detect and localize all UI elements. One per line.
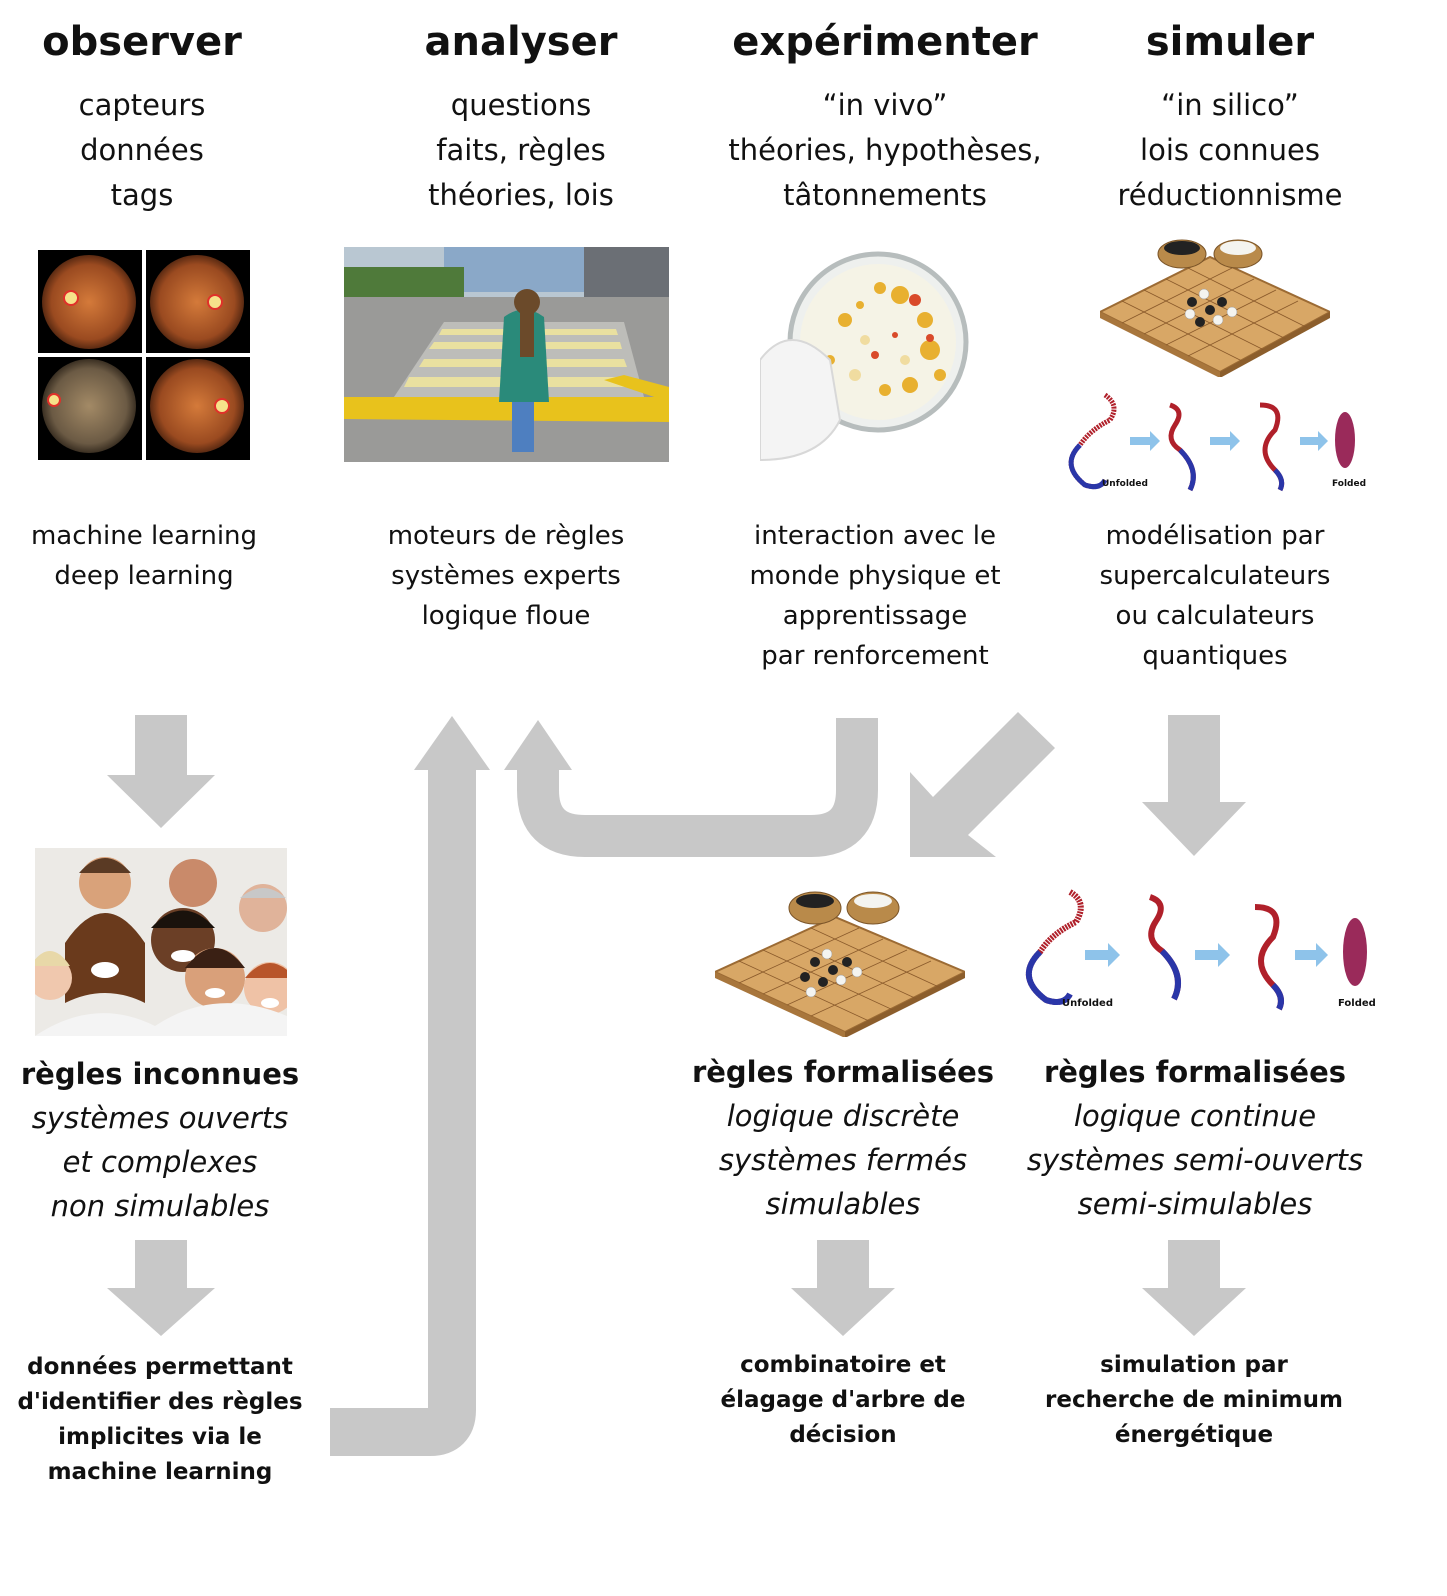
result-discrete: combinatoire et élagage d'arbre de décis… [703, 1348, 983, 1453]
result-discrete-line: décision [789, 1422, 897, 1448]
protein-folding-bottom: Unfolded Folded [1010, 882, 1380, 1022]
arrow-down-rules-continuous [1142, 1240, 1246, 1336]
protein-unfolded-label: Unfolded [1062, 998, 1113, 1009]
arrow-down-observer [107, 715, 215, 828]
petri-dish-photo [759, 250, 980, 465]
protein-folding-top: Unfolded Folded [1060, 385, 1370, 495]
arrow-u-turn [517, 718, 878, 857]
heading-observer: observer [42, 19, 242, 65]
analyser-desc-line: moteurs de règles [387, 521, 625, 551]
arrow-down-simuler [1142, 715, 1246, 856]
observer-line: données [80, 133, 204, 167]
result-discrete-line: élagage d'arbre de [720, 1387, 966, 1413]
simuler-desc-line: supercalculateurs [1099, 561, 1331, 591]
result-continuous-line: énergétique [1114, 1422, 1274, 1448]
simuler-desc-line: ou calculateurs [1115, 601, 1315, 631]
retina-icon [38, 250, 250, 460]
experimenter-desc-line: interaction avec le [754, 521, 996, 551]
simuler-line: “in silico” [1161, 88, 1299, 122]
protein-unfolded-label: Unfolded [1102, 479, 1148, 489]
people-laughing-icon [35, 848, 287, 1036]
simuler-line: réductionnisme [1117, 178, 1343, 212]
observer-line: tags [110, 178, 174, 212]
petri-dish-icon [759, 251, 969, 462]
street-crossing-photo [344, 247, 669, 462]
experimenter-desc: interaction avec le monde physique et ap… [725, 516, 1025, 676]
arrow-long-up-head [414, 716, 490, 770]
rules-discrete-line: logique discrète [726, 1099, 960, 1133]
simuler-desc-line: modélisation par [1105, 521, 1325, 551]
experimenter-sublines: “in vivo” théories, hypothèses, tâtonnem… [705, 83, 1065, 218]
analyser-line: faits, règles [436, 133, 606, 167]
rules-continuous-title: règles formalisées [1043, 1055, 1347, 1089]
protein-folding-icon [1025, 889, 1367, 1011]
simuler-desc: modélisation par supercalculateurs ou ca… [1075, 516, 1355, 676]
rules-unknown-block: règles inconnues systèmes ouverts et com… [12, 1052, 308, 1228]
heading-experimenter: expérimenter [732, 19, 1038, 65]
experimenter-desc-line: monde physique et [749, 561, 1001, 591]
protein-folded-label: Folded [1332, 479, 1367, 489]
experimenter-line: théories, hypothèses, [728, 133, 1042, 167]
protein-folded-label: Folded [1338, 998, 1376, 1009]
analyser-desc: moteurs de règles systèmes experts logiq… [366, 516, 646, 636]
result-continuous-line: simulation par [1100, 1352, 1288, 1378]
result-continuous-line: recherche de minimum [1045, 1387, 1343, 1413]
result-unknown: données permettant d'identifier des règl… [12, 1350, 308, 1490]
result-continuous: simulation par recherche de minimum éner… [1044, 1348, 1344, 1453]
arrow-down-rules-unknown [107, 1240, 215, 1336]
arrow-u-turn-head [504, 720, 572, 770]
result-unknown-line: implicites via le [58, 1424, 262, 1450]
arrow-diagonal [910, 712, 1055, 857]
observer-desc: machine learning deep learning [12, 516, 276, 596]
experimenter-desc-line: par renforcement [761, 641, 989, 671]
analyser-sublines: questions faits, règles théories, lois [376, 83, 666, 218]
arrow-down-rules-discrete [791, 1240, 895, 1336]
rules-unknown-line: non simulables [50, 1189, 270, 1223]
people-photo [35, 848, 287, 1036]
result-unknown-line: d'identifier des règles [17, 1389, 303, 1415]
result-discrete-line: combinatoire et [740, 1352, 946, 1378]
rules-continuous-line: semi-simulables [1077, 1187, 1313, 1221]
arrow-long-up [330, 760, 476, 1456]
girl-crossing-icon [344, 247, 669, 462]
experimenter-line: tâtonnements [783, 178, 987, 212]
rules-continuous-line: logique continue [1073, 1099, 1317, 1133]
simuler-line: lois connues [1140, 133, 1320, 167]
observer-desc-line: machine learning [30, 521, 258, 551]
result-unknown-line: données permettant [27, 1354, 293, 1380]
rules-unknown-line: et complexes [62, 1145, 258, 1179]
go-board-icon [712, 891, 968, 1038]
simuler-desc-line: quantiques [1142, 641, 1288, 671]
retina-images [38, 250, 250, 460]
rules-discrete-line: simulables [765, 1187, 921, 1221]
analyser-line: théories, lois [428, 178, 614, 212]
experimenter-desc-line: apprentissage [782, 601, 968, 631]
rules-continuous-line: systèmes semi-ouverts [1026, 1143, 1364, 1177]
simuler-sublines: “in silico” lois connues réductionnisme [1080, 83, 1380, 218]
observer-line: capteurs [78, 88, 206, 122]
result-unknown-line: machine learning [47, 1459, 273, 1485]
go-board-bottom [712, 882, 968, 1038]
protein-folding-icon [1068, 392, 1355, 492]
observer-desc-line: deep learning [54, 561, 234, 591]
analyser-desc-line: logique floue [421, 601, 591, 631]
go-board-top [1097, 232, 1333, 378]
rules-unknown-line: systèmes ouverts [31, 1101, 289, 1135]
go-board-icon [1097, 239, 1333, 378]
experimenter-line: “in vivo” [822, 88, 948, 122]
rules-unknown-title: règles inconnues [20, 1057, 300, 1091]
analyser-line: questions [450, 88, 592, 122]
heading-simuler: simuler [1145, 19, 1315, 65]
observer-sublines: capteurs données tags [22, 83, 262, 218]
rules-discrete-block: règles formalisées logique discrète syst… [690, 1050, 996, 1226]
rules-continuous-block: règles formalisées logique continue syst… [1020, 1050, 1370, 1226]
rules-discrete-line: systèmes fermés [718, 1143, 968, 1177]
heading-analyser: analyser [424, 19, 618, 65]
rules-discrete-title: règles formalisées [691, 1055, 995, 1089]
analyser-desc-line: systèmes experts [391, 561, 621, 591]
